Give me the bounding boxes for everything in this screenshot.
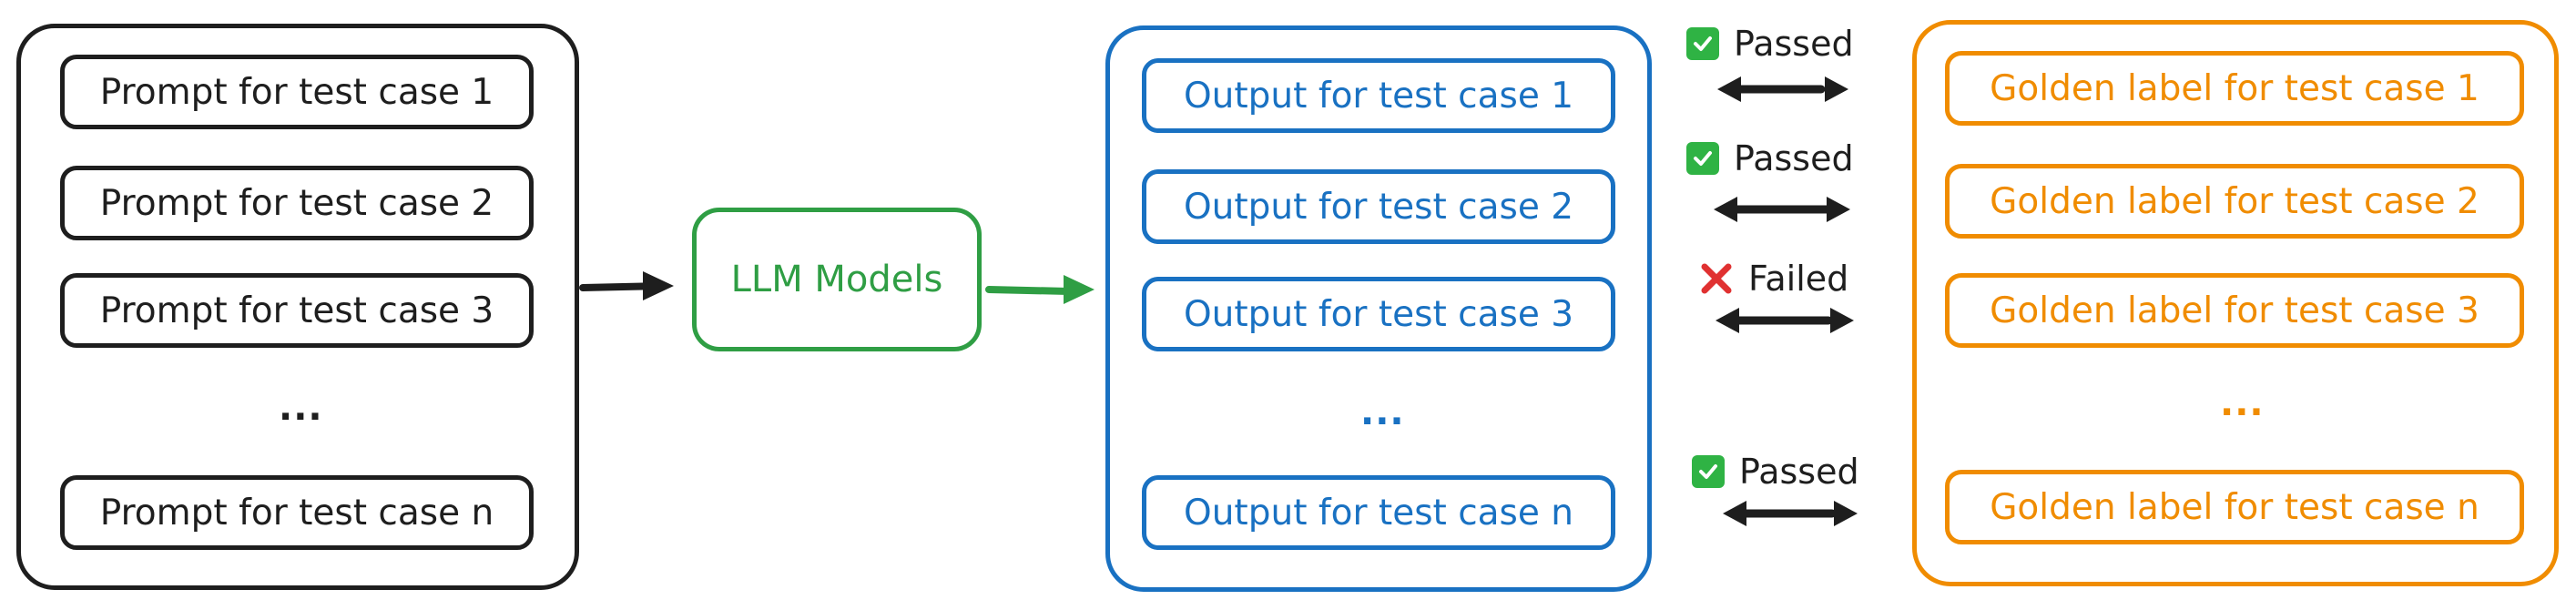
arrow-prompts-to-model	[579, 271, 674, 300]
comparison-status-2: Passed	[1686, 138, 1854, 178]
prompts-group	[16, 24, 579, 590]
output-item-2: Output for test case 2	[1142, 169, 1615, 244]
golden-label-item-3: Golden label for test case 3	[1945, 273, 2524, 348]
golden-label-item-1: Golden label for test case 1	[1945, 51, 2524, 126]
golden-label-item-2: Golden label for test case 2	[1945, 164, 2524, 239]
comparison-status-label: Passed	[1734, 24, 1854, 64]
comparison-status-3: Failed	[1699, 259, 1848, 299]
comparison-status-label: Passed	[1739, 452, 1859, 492]
double-arrow-1	[1717, 76, 1848, 102]
comparison-status-label: Failed	[1748, 259, 1849, 299]
output-item-1: Output for test case 1	[1142, 58, 1615, 133]
check-icon	[1686, 142, 1719, 175]
check-icon	[1692, 455, 1725, 488]
check-icon	[1686, 27, 1719, 60]
prompt-item-n: Prompt for test case n	[60, 475, 534, 550]
outputs-ellipsis: ...	[1360, 391, 1405, 433]
double-arrow-3	[1716, 308, 1854, 333]
golden-labels-ellipsis: ...	[2220, 382, 2265, 424]
double-arrow-2	[1714, 197, 1850, 222]
prompt-item-2: Prompt for test case 2	[60, 166, 534, 240]
arrow-model-to-outputs	[985, 275, 1095, 304]
golden-label-item-n: Golden label for test case n	[1945, 470, 2524, 544]
prompt-item-1: Prompt for test case 1	[60, 55, 534, 129]
comparison-status-4: Passed	[1692, 452, 1859, 492]
golden-labels-group	[1912, 20, 2559, 586]
output-item-3: Output for test case 3	[1142, 277, 1615, 351]
comparison-status-label: Passed	[1734, 138, 1854, 178]
outputs-group	[1105, 25, 1652, 592]
double-arrow-4	[1723, 501, 1858, 526]
llm-models-box: LLM Models	[692, 208, 982, 351]
prompts-ellipsis: ...	[279, 387, 323, 429]
prompt-item-3: Prompt for test case 3	[60, 273, 534, 348]
cross-icon	[1699, 261, 1734, 296]
comparison-status-1: Passed	[1686, 24, 1854, 64]
output-item-n: Output for test case n	[1142, 475, 1615, 550]
